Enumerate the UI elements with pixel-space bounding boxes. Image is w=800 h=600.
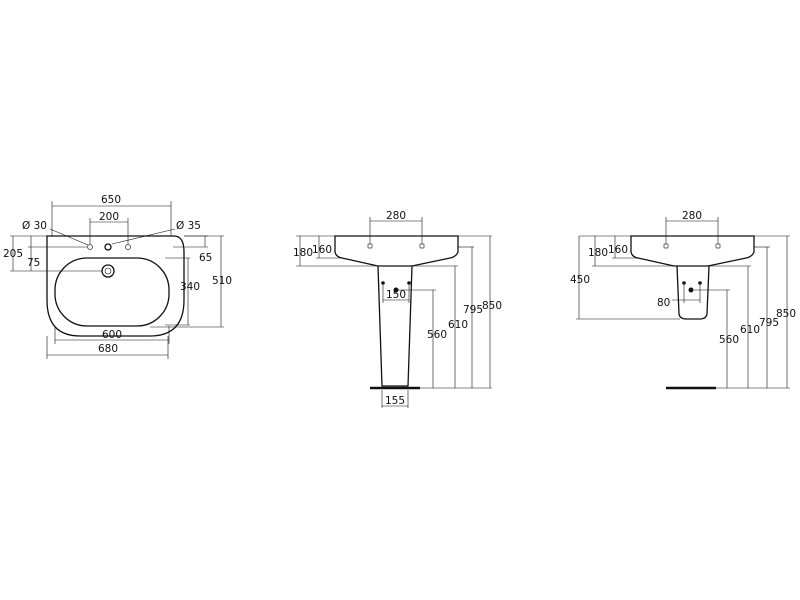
semi-pedestal (676, 265, 710, 320)
dim-200: 200 (99, 211, 119, 223)
dim-160: 160 (608, 244, 628, 256)
semi-pedestal-view: 280 180 160 450 80 560 610 795 850 (570, 210, 796, 390)
dim-450: 450 (570, 274, 590, 286)
dim-510: 510 (212, 275, 232, 287)
dim-65: 65 (199, 252, 212, 264)
tap-hole-icon (104, 243, 112, 251)
dim-610: 610 (740, 324, 760, 336)
dim-75: 75 (27, 257, 40, 269)
dim-600: 600 (102, 329, 122, 341)
fixing-hole-icon (682, 281, 686, 285)
dim-280: 280 (682, 210, 702, 222)
dim-150: 150 (386, 289, 406, 301)
fixing-hole-icon (698, 281, 702, 285)
dim-610: 610 (448, 319, 468, 331)
pedestal (377, 265, 413, 387)
dim-560: 560 (427, 329, 447, 341)
dim-680: 680 (98, 343, 118, 355)
dim-850: 850 (482, 300, 502, 312)
dim-795: 795 (759, 317, 779, 329)
fixing-hole-icon (393, 287, 399, 293)
dim-795: 795 (463, 304, 483, 316)
dim-280: 280 (386, 210, 406, 222)
fixing-hole-icon (407, 281, 411, 285)
basin-side (334, 235, 459, 267)
drain-icon (101, 264, 115, 278)
dim-155: 155 (385, 395, 405, 407)
dim-650: 650 (101, 194, 121, 206)
fixing-hole-icon (381, 281, 385, 285)
dim-80: 80 (657, 297, 670, 309)
dim-205: 205 (3, 248, 23, 260)
dim-340: 340 (180, 281, 200, 293)
dim-180: 180 (588, 247, 608, 259)
dim-850: 850 (776, 308, 796, 320)
fixing-hole-icon (688, 287, 694, 293)
tap-hole-icon (125, 244, 131, 250)
dim-560: 560 (719, 334, 739, 346)
dim-dia-35: Ø 35 (176, 220, 201, 232)
tap-hole-icon (87, 244, 93, 250)
top-view: 650 200 Ø 30 Ø 35 205 75 65 340 5 (3, 194, 232, 359)
basin-bowl (54, 257, 170, 327)
basin-side (630, 235, 755, 267)
dim-180: 180 (293, 247, 313, 259)
basin-outline (46, 235, 185, 337)
pedestal-view: 280 180 160 150 560 610 795 850 (293, 210, 502, 408)
dim-dia-30: Ø 30 (22, 220, 47, 232)
dim-160: 160 (312, 244, 332, 256)
